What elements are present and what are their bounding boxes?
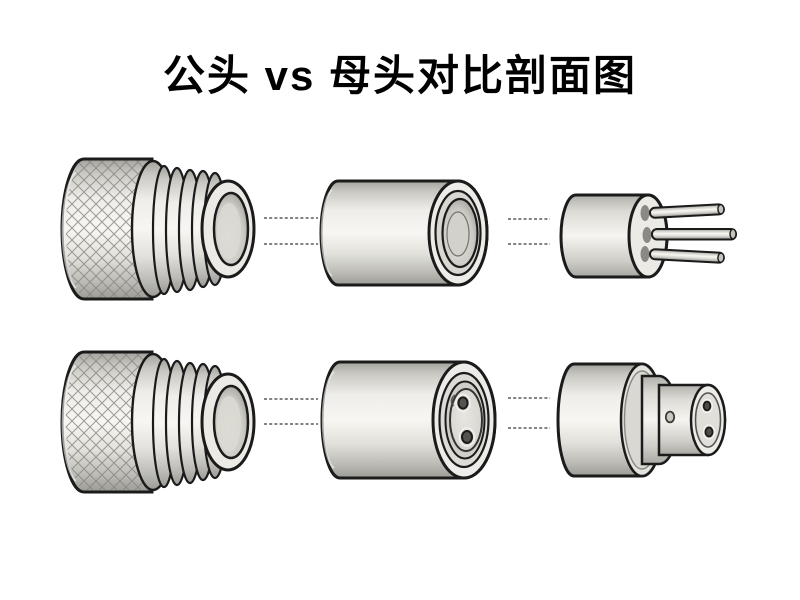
dash-connector-lines-male-left <box>264 217 318 245</box>
dash-connector-lines-female-left <box>264 398 318 425</box>
insert-socket-hole-upper-icon <box>700 398 714 414</box>
dash-connector-lines-male-right <box>508 218 550 245</box>
pin-middle-icon <box>651 228 737 241</box>
male-pin-insert-icon <box>559 193 737 279</box>
male-connector-row <box>60 157 737 301</box>
side-hole-icon <box>664 410 676 424</box>
female-socket-barrel-icon <box>320 360 497 480</box>
male-coupling-barrel-icon <box>319 179 489 287</box>
socket-hole-upper-icon <box>450 393 471 413</box>
female-knurled-coupling-nut-icon <box>60 350 256 494</box>
male-knurled-coupling-nut-icon <box>60 157 256 301</box>
pin-top-icon <box>648 203 725 219</box>
female-socket-insert-icon <box>556 362 727 478</box>
dash-connector-lines-female-right <box>508 397 550 429</box>
insert-socket-hole-lower-icon <box>702 424 716 440</box>
pin-bottom-icon <box>648 248 725 264</box>
female-connector-row <box>60 350 727 494</box>
page-title: 公头 vs 母头对比剖面图 <box>162 52 638 99</box>
socket-hole-lower-icon <box>458 427 476 447</box>
